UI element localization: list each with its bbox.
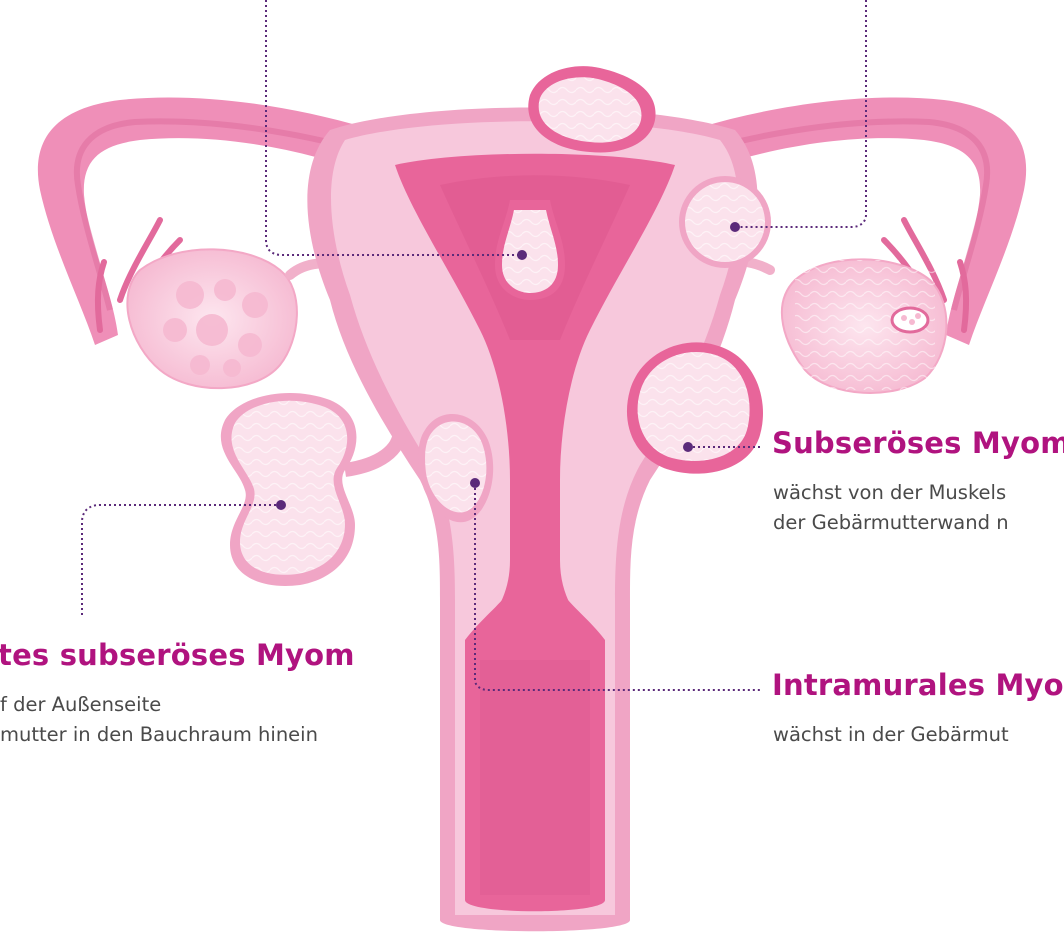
leader-dot: [276, 500, 286, 510]
label-intramurales-desc: wächst in der Gebärmut: [773, 720, 1009, 750]
myoma-pedunculated: [221, 393, 400, 586]
follicle-icon: [892, 308, 928, 332]
myoma-subserous: [627, 342, 763, 473]
label-subseroses-desc: wächst von der Muskels der Gebärmutterwa…: [773, 478, 1009, 538]
label-gestieltes-desc: f der Außenseite mutter in den Bauchraum…: [0, 690, 318, 750]
ovary-left: [127, 249, 345, 388]
leader-dot: [730, 222, 740, 232]
label-gestieltes-title: tes subseröses Myom: [0, 638, 355, 672]
ovary-right: [728, 259, 946, 393]
desc-line: wächst von der Muskels: [773, 478, 1009, 508]
myoma-intramural-upper-right: [679, 176, 771, 268]
desc-line: der Gebärmutterwand n: [773, 508, 1009, 538]
desc-line: mutter in den Bauchraum hinein: [0, 720, 318, 750]
myoma-intramural: [418, 414, 493, 522]
label-intramurales-title: Intramurales Myo: [772, 668, 1064, 702]
desc-line: wächst in der Gebärmut: [773, 720, 1009, 750]
leader-dot: [683, 442, 693, 452]
leader-dot: [470, 478, 480, 488]
label-subseroses-title: Subseröses Myom: [772, 426, 1064, 460]
leader-dot: [517, 250, 527, 260]
desc-line: f der Außenseite: [0, 690, 318, 720]
